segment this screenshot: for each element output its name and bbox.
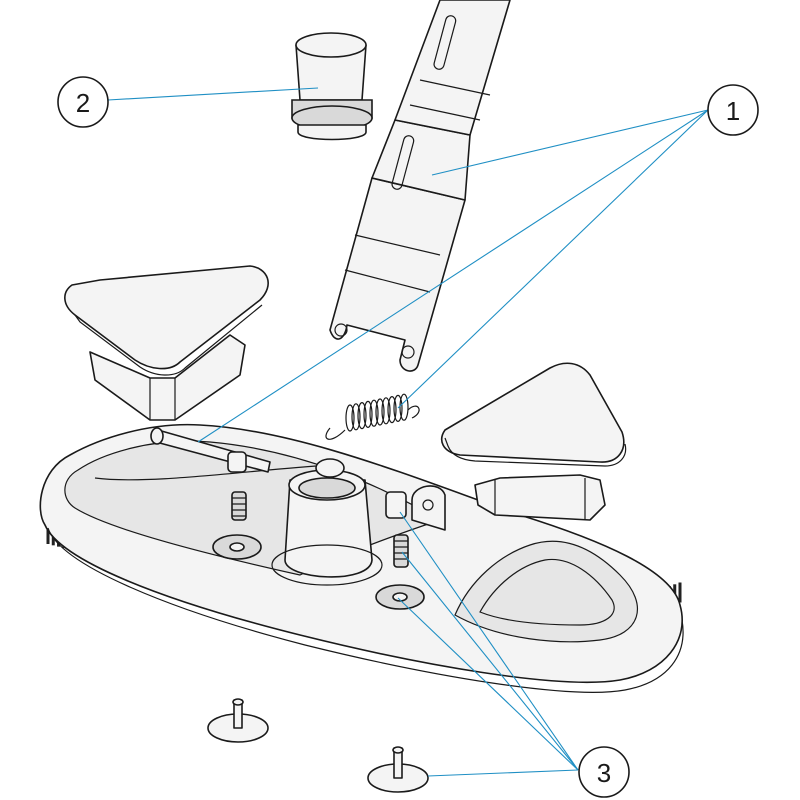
spring-coil-loop bbox=[387, 396, 397, 424]
tension-spring bbox=[325, 393, 420, 440]
right-weight-holder bbox=[474, 474, 606, 521]
spring-coil-loop bbox=[381, 397, 391, 425]
handle-bracket bbox=[329, 0, 511, 372]
wheel-mount-right bbox=[375, 584, 425, 610]
callout-2-number: 2 bbox=[76, 88, 90, 118]
callout-1: 1 bbox=[707, 84, 759, 136]
spring-coil-loop bbox=[363, 400, 373, 428]
right-weight-pad bbox=[441, 362, 627, 467]
spring-coil-loop bbox=[351, 403, 361, 431]
spring-coil-loop bbox=[345, 404, 355, 432]
hose-adapter bbox=[291, 32, 373, 141]
spring-left bbox=[231, 491, 247, 521]
spring-coil-loop bbox=[357, 402, 367, 430]
loose-wheel-right bbox=[367, 746, 429, 793]
wheel-mount-left bbox=[212, 534, 262, 560]
callout-3: 3 bbox=[578, 746, 630, 798]
left-weight-pad bbox=[64, 265, 269, 376]
hinge-bracket bbox=[385, 485, 446, 531]
axle-pin bbox=[150, 427, 271, 473]
callout-1-number: 1 bbox=[726, 96, 740, 126]
spring-coil-loop bbox=[393, 394, 403, 422]
spring-right bbox=[393, 534, 409, 568]
leader-lines bbox=[107, 87, 709, 777]
loose-wheel-left bbox=[207, 698, 269, 743]
callout-2: 2 bbox=[57, 76, 109, 128]
left-weight-holder bbox=[89, 334, 246, 421]
rear-knob bbox=[315, 458, 345, 478]
spring-coil-loop bbox=[369, 399, 379, 427]
spring-coil-loop bbox=[375, 398, 385, 426]
spring-coil-loop bbox=[399, 393, 409, 421]
center-hose-port bbox=[271, 469, 383, 586]
callout-3-number: 3 bbox=[597, 758, 611, 788]
